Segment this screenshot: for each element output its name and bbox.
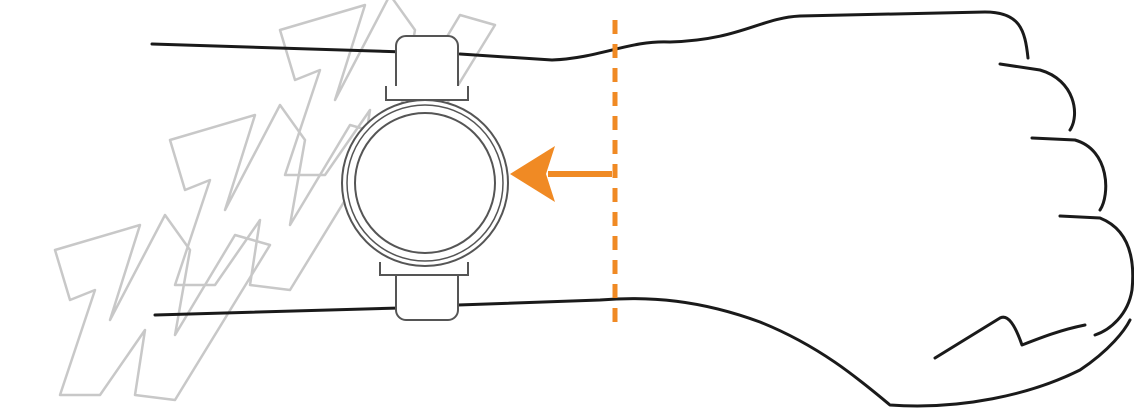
- watch-bezel: [346, 104, 504, 262]
- watch-face: [354, 112, 496, 254]
- watch-lugs-bottom: [379, 262, 469, 276]
- hand-knuckles: [998, 62, 1134, 337]
- arrow-head: [510, 146, 555, 202]
- arm-outline: [150, 10, 1134, 408]
- watch-icon: [341, 35, 509, 321]
- arrow-left-icon: [510, 146, 612, 202]
- watermark-letter-w1: [53, 213, 272, 402]
- watermark-letter-w2: [168, 103, 387, 292]
- watch-lugs-top: [385, 86, 469, 101]
- arm-top-edge: [150, 10, 1030, 62]
- arm-bottom-edge: [153, 297, 1132, 408]
- thumb-crease: [933, 315, 1087, 360]
